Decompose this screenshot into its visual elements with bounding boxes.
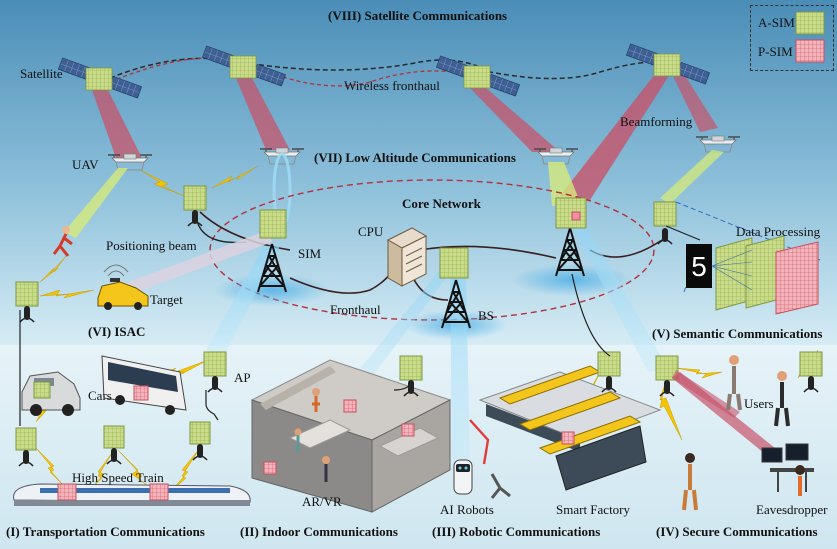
section-robotic-title: (III) Robotic Communications xyxy=(432,524,601,539)
indoor-room-illustration xyxy=(250,359,452,513)
semantic-sim-node xyxy=(653,201,677,245)
section-satellite-title: (VIII) Satellite Communications xyxy=(328,8,508,23)
fronthaul-label: Fronthaul xyxy=(330,302,381,317)
cpu-server-icon xyxy=(386,227,428,287)
ai-robot-icon xyxy=(453,459,511,499)
isac-ap-node xyxy=(15,281,39,323)
ap-label: AP xyxy=(234,370,251,385)
smart-factory-label: Smart Factory xyxy=(556,502,631,517)
satellite-beam xyxy=(470,88,560,152)
smart-factory-illustration xyxy=(469,365,662,491)
p-sim-panel xyxy=(571,211,581,221)
section-indoor-title: (II) Indoor Communications xyxy=(240,524,398,539)
data-processing-graphic: 5 xyxy=(675,201,821,315)
cars-label: Cars xyxy=(88,388,112,403)
satellite-icon xyxy=(58,57,142,99)
indoor-ap-node xyxy=(399,355,423,397)
bs-label: BS xyxy=(478,308,494,323)
a-sim-panel xyxy=(555,197,587,229)
satellite-beam xyxy=(672,74,718,132)
bus-icon xyxy=(101,355,187,415)
legend-a-sim-swatch xyxy=(795,11,825,35)
high-speed-train-label: High Speed Train xyxy=(72,470,164,485)
downlink-beam xyxy=(206,246,280,356)
a-sim-panel xyxy=(259,209,287,239)
svg-text:5: 5 xyxy=(691,251,707,282)
downlink-beam xyxy=(336,270,452,404)
legend-p-sim-swatch xyxy=(795,39,825,63)
target-taxi-icon xyxy=(97,264,149,310)
train-icon xyxy=(13,483,251,506)
data-processing-label: Data Processing xyxy=(736,224,821,239)
uav-beam xyxy=(548,162,580,206)
eavesdropper-workstation-icon xyxy=(761,443,814,496)
positioning-beam-label: Positioning beam xyxy=(106,238,197,253)
section-transportation-title: (I) Transportation Communications xyxy=(6,524,205,539)
trackside-ap-nodes xyxy=(15,351,227,467)
user-person-icon xyxy=(682,355,790,511)
uav-label: UAV xyxy=(72,157,99,172)
legend-p-sim-label: P-SIM xyxy=(758,44,793,59)
a-sim-panel xyxy=(439,247,469,279)
coverage-glow xyxy=(214,274,330,306)
satellite-icon xyxy=(626,43,710,85)
cpu-label: CPU xyxy=(358,224,384,239)
user-beam xyxy=(672,370,740,418)
legend xyxy=(750,5,834,71)
beamforming-label: Beamforming xyxy=(620,114,693,129)
satellite-label: Satellite xyxy=(20,66,63,81)
uav-beam xyxy=(64,168,128,238)
positioning-beam xyxy=(118,230,272,296)
runner-icon xyxy=(52,226,73,257)
users-label: Users xyxy=(744,396,774,411)
wireless-fronthaul-link xyxy=(109,57,666,80)
section-semantic-title: (V) Semantic Communications xyxy=(652,326,823,341)
factory-ap-node xyxy=(597,351,621,393)
secure-ap-node xyxy=(655,351,823,397)
satellite-beam xyxy=(92,90,142,158)
section-isac-title: (VI) ISAC xyxy=(88,324,146,339)
satellite-icon xyxy=(202,45,286,87)
uav-relay-node xyxy=(183,185,207,227)
target-label: Target xyxy=(150,292,183,307)
section-secure-title: (IV) Secure Communications xyxy=(656,524,818,539)
uav-beam xyxy=(660,150,724,204)
downlink-beam xyxy=(570,222,668,372)
ai-robots-label: AI Robots xyxy=(440,502,494,517)
satellite-beam xyxy=(560,74,670,200)
satellite-beam xyxy=(236,78,290,150)
eavesdropper-label: Eavesdropper xyxy=(756,502,828,517)
sim-label: SIM xyxy=(298,246,322,261)
wireless-fronthaul-label: Wireless fronthaul xyxy=(344,78,440,93)
ar-vr-label: AR/VR xyxy=(302,494,342,509)
legend-a-sim-label: A-SIM xyxy=(758,15,795,30)
core-network-label: Core Network xyxy=(402,196,481,211)
satellite-icon xyxy=(436,55,520,97)
section-low-altitude-title: (VII) Low Altitude Communications xyxy=(314,150,516,165)
